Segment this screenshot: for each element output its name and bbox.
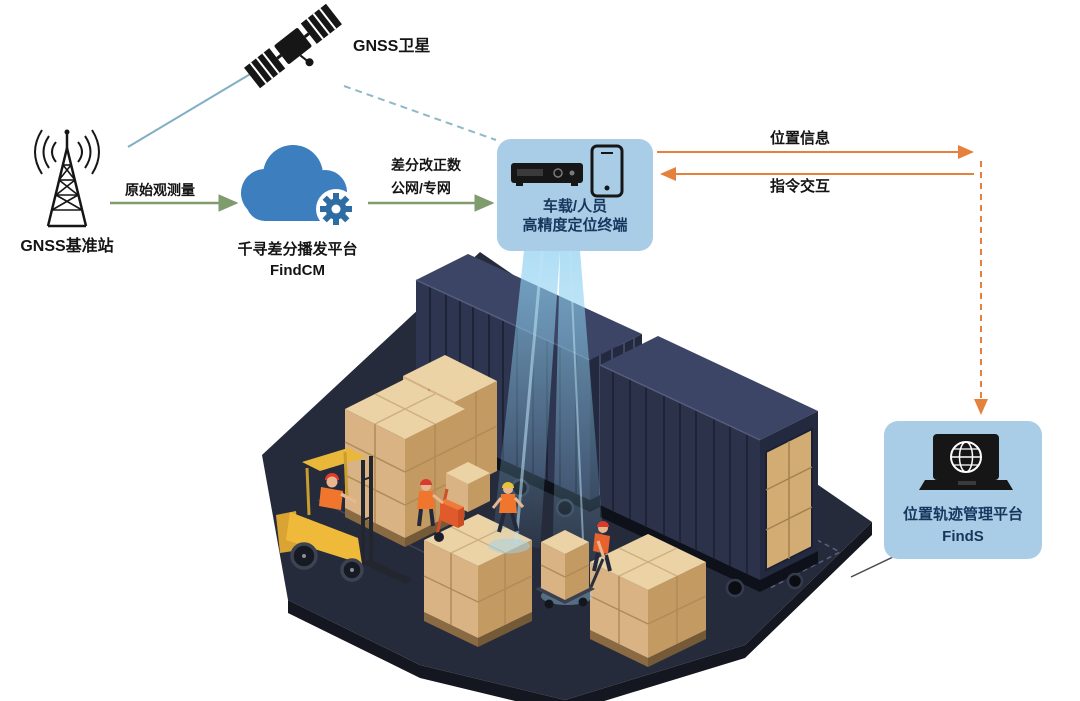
correction-label-line1: 差分改正数 bbox=[391, 157, 461, 173]
crate-stack bbox=[540, 530, 590, 600]
cloud-gear-icon bbox=[241, 145, 356, 229]
link-satellite-basestation bbox=[127, 66, 263, 148]
command-interaction-label: 指令交互 bbox=[769, 178, 830, 195]
container-ribs bbox=[612, 371, 748, 574]
vehicle-terminal-icon bbox=[511, 163, 583, 186]
radio-waves bbox=[34, 129, 100, 175]
platform-product: FindS bbox=[942, 528, 984, 545]
cloud-shape bbox=[241, 145, 348, 221]
satellite-icon bbox=[244, 3, 342, 89]
correction-label-line2: 公网/专网 bbox=[391, 180, 451, 196]
radio-tower-icon bbox=[34, 129, 100, 228]
shipping-container-right bbox=[599, 336, 818, 598]
platform-panel bbox=[850, 421, 1042, 578]
pallet-jack-group bbox=[535, 521, 612, 609]
crate-divisions bbox=[423, 553, 533, 625]
worker bbox=[592, 521, 612, 572]
platform-leader-line bbox=[850, 556, 894, 578]
base-station-label: GNSS基准站 bbox=[20, 238, 114, 255]
forklift-icon bbox=[276, 448, 412, 584]
platform-name: 位置轨迹管理平台 bbox=[902, 506, 1023, 523]
hand-truck bbox=[434, 488, 464, 542]
cloud-platform-name: 千寻差分播发平台 bbox=[237, 241, 358, 258]
link-satellite-terminal-dashed bbox=[343, 85, 497, 141]
tower-bracing bbox=[51, 164, 83, 211]
worker bbox=[417, 479, 444, 527]
crate-divisions bbox=[589, 576, 707, 644]
crate-stack bbox=[589, 534, 707, 667]
cloud-platform-product: FindCM bbox=[270, 262, 325, 279]
raw-observation-label: 原始观测量 bbox=[125, 182, 195, 198]
gear-icon bbox=[320, 193, 352, 225]
smartphone-icon bbox=[590, 144, 624, 198]
satellite-label: GNSS卫星 bbox=[353, 38, 431, 55]
terminal-label-line2: 高精度定位终端 bbox=[522, 217, 628, 234]
worker bbox=[491, 482, 525, 533]
terminal-panel bbox=[497, 139, 653, 251]
position-info-label: 位置信息 bbox=[769, 130, 830, 147]
terminal-label-line1: 车载/人员 bbox=[542, 198, 608, 215]
container-open-door bbox=[765, 427, 813, 572]
laptop-globe-icon bbox=[919, 434, 1013, 490]
